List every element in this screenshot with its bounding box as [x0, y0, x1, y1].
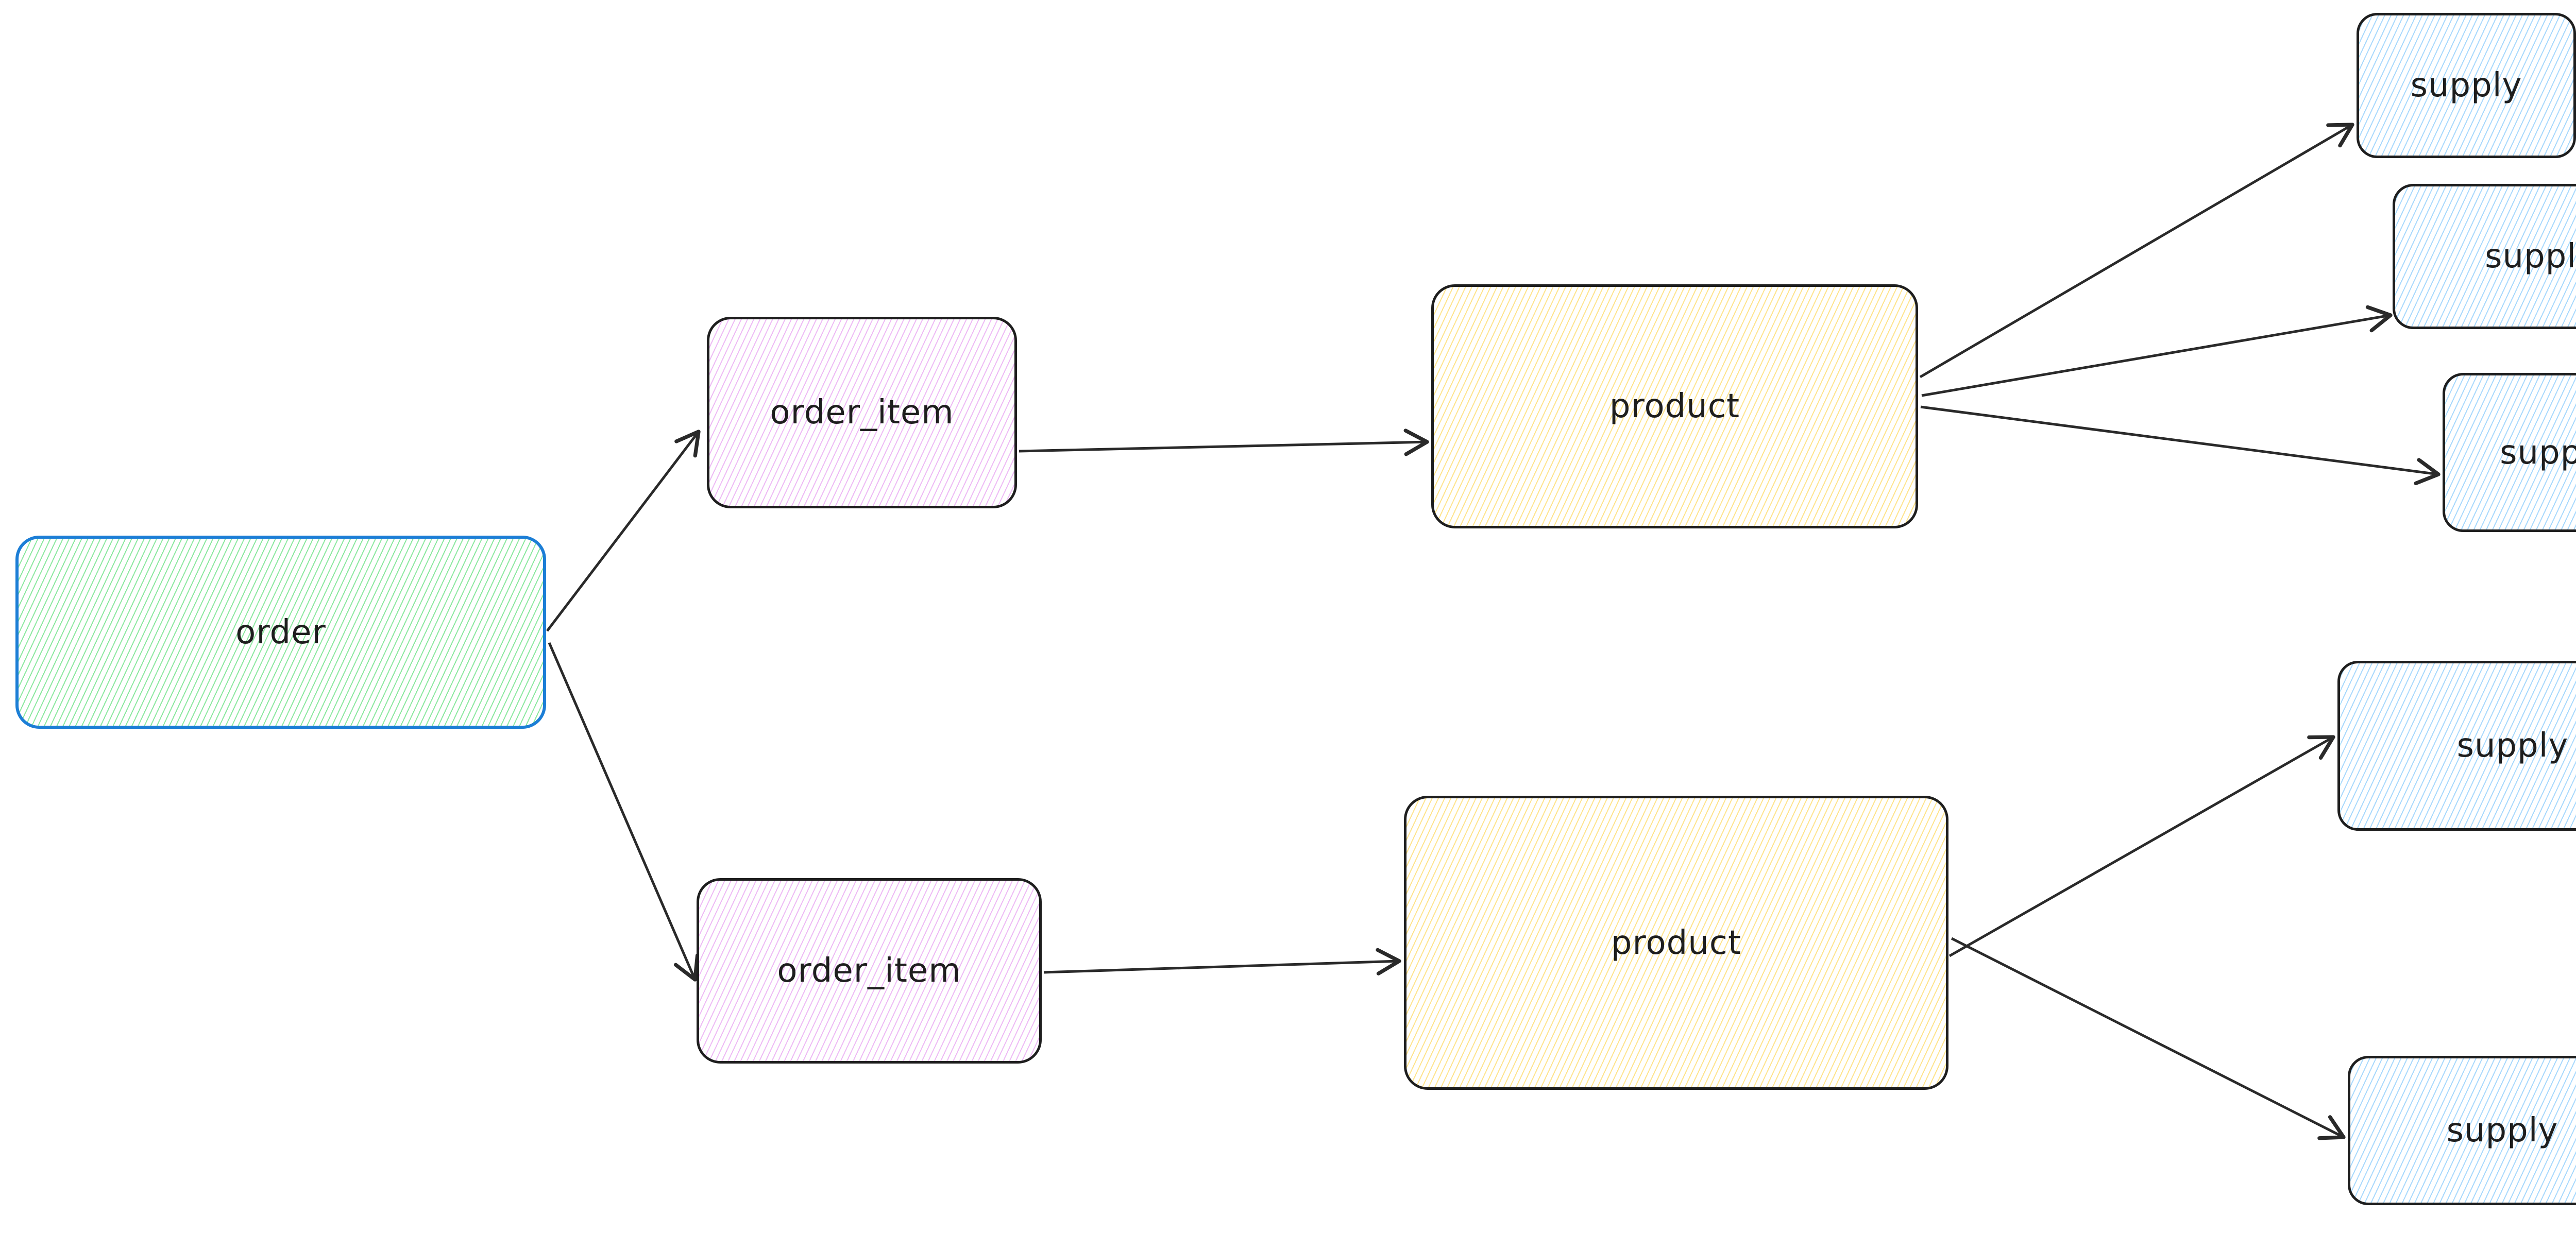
- arrow-product-1-to-supply-3: [1920, 405, 2441, 486]
- node-order-item-2-label: order_item: [777, 952, 961, 990]
- node-order-item-1-label: order_item: [770, 393, 954, 432]
- node-product-2-label: product: [1611, 923, 1742, 962]
- node-order-label: order: [235, 613, 326, 652]
- node-supply-4: supply: [2337, 661, 2576, 831]
- node-order: order: [15, 536, 546, 729]
- node-supply-5: supply: [2348, 1056, 2576, 1205]
- arrow-product-1-to-supply-2: [1921, 305, 2393, 397]
- node-supply-1: supply: [2357, 13, 2576, 158]
- node-supply-2: supply: [2393, 184, 2576, 329]
- node-supply-3-label: supply: [2500, 433, 2576, 472]
- node-order-item-2: order_item: [697, 878, 1042, 1064]
- arrow-product-2-to-supply-4: [1948, 735, 2335, 957]
- arrow-product-2-to-supply-5: [1951, 937, 2346, 1140]
- arrow-product-1-to-supply-1: [1919, 123, 2354, 379]
- arrow-order-to-order-item-1: [546, 430, 701, 632]
- node-supply-1-label: supply: [2410, 66, 2522, 105]
- node-order-item-1: order_item: [707, 317, 1017, 508]
- node-product-1: product: [1431, 284, 1918, 528]
- node-product-1-label: product: [1609, 387, 1740, 425]
- node-supply-5-label: supply: [2446, 1111, 2558, 1150]
- node-supply-3: supply: [2443, 373, 2576, 532]
- node-product-2: product: [1404, 796, 1948, 1090]
- node-supply-2-label: supply: [2485, 237, 2576, 276]
- arrow-order-item-2-to-product-2: [1043, 948, 1401, 975]
- arrow-order-to-order-item-2: [548, 642, 700, 982]
- arrow-order-item-1-to-product-1: [1019, 429, 1429, 456]
- node-supply-4-label: supply: [2456, 727, 2569, 765]
